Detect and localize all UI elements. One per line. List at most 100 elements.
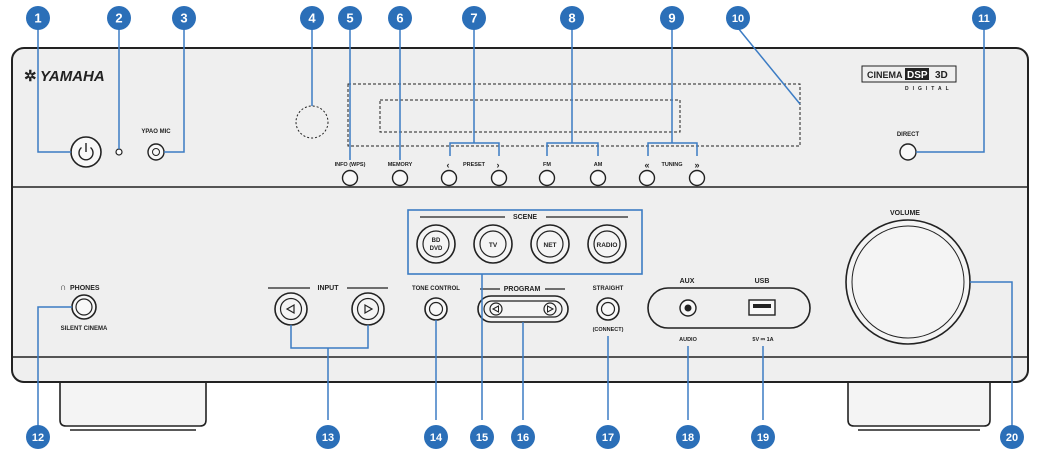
input-left-arrow-icon xyxy=(285,303,295,315)
leader-3 xyxy=(164,28,185,153)
scene-tv-inner-ring xyxy=(479,230,507,258)
callout-19-number: 19 xyxy=(757,432,769,444)
callout-8: 8 xyxy=(560,6,584,30)
callout-13: 13 xyxy=(316,425,340,449)
callout-16: 16 xyxy=(511,425,535,449)
tone-control-inner xyxy=(428,301,444,317)
scene-net-label: NET xyxy=(544,242,557,249)
receiver-body xyxy=(11,47,1029,383)
tuning-right-arrow: » xyxy=(694,160,699,170)
headphones-icon: ∩ xyxy=(60,282,67,292)
ypao-mic-jack[interactable] xyxy=(147,143,165,161)
callout-15: 15 xyxy=(470,425,494,449)
power-icon xyxy=(78,146,94,161)
callout-2: 2 xyxy=(107,6,131,30)
program-left-arrow-icon xyxy=(491,305,499,313)
front-display-inner xyxy=(379,99,681,133)
brand-logo: YAMAHA xyxy=(40,68,105,85)
right-foot xyxy=(847,381,991,427)
aux-jack-hole xyxy=(684,304,692,312)
callout-1-number: 1 xyxy=(34,11,41,26)
scene-dvd-label: DVD xyxy=(430,246,443,252)
input-right-button[interactable] xyxy=(351,292,385,326)
program-label: PROGRAM xyxy=(504,286,541,293)
leader-9 xyxy=(647,28,698,156)
callout-10: 10 xyxy=(726,6,750,30)
leader-20 xyxy=(970,281,1013,430)
callout-1: 1 xyxy=(26,6,50,30)
tone-control-button[interactable] xyxy=(424,297,448,321)
fm-label: FM xyxy=(543,162,551,168)
cinema-logo-sub: DIGITAL xyxy=(905,86,953,92)
leader-12 xyxy=(37,306,72,430)
phones-jack-inner xyxy=(75,298,93,316)
cinema-logo-part3: 3D xyxy=(935,70,948,81)
direct-button[interactable] xyxy=(899,143,917,161)
callout-8-number: 8 xyxy=(568,11,575,26)
program-left-button[interactable] xyxy=(489,302,503,316)
callout-16-number: 16 xyxy=(517,432,529,444)
volume-knob[interactable] xyxy=(845,219,971,345)
fm-button[interactable] xyxy=(538,169,556,187)
usb-rating-label: 5V ⎓ 1A xyxy=(752,337,773,343)
volume-label: VOLUME xyxy=(890,210,920,217)
leader-7 xyxy=(449,28,500,156)
preset-left-arrow: ‹ xyxy=(447,160,450,170)
callout-11-number: 11 xyxy=(978,13,990,25)
callout-13-number: 13 xyxy=(322,432,334,444)
standby-indicator xyxy=(115,148,123,156)
usb-label: USB xyxy=(755,278,770,285)
callout-14: 14 xyxy=(424,425,448,449)
straight-inner xyxy=(600,301,616,317)
callout-18-number: 18 xyxy=(682,432,694,444)
preset-up-button[interactable] xyxy=(490,169,508,187)
preset-down-button[interactable] xyxy=(440,169,458,187)
tuning-up-button[interactable] xyxy=(688,169,706,187)
straight-button[interactable] xyxy=(596,297,620,321)
callout-18: 18 xyxy=(676,425,700,449)
callout-5-number: 5 xyxy=(346,11,353,26)
scene-bd-dvd-inner-ring xyxy=(422,230,450,258)
callout-3-number: 3 xyxy=(180,11,187,26)
leader-11 xyxy=(916,28,985,153)
am-label: AM xyxy=(594,162,603,168)
aux-label: AUX xyxy=(680,278,695,285)
silent-cinema-label: SILENT CINEMA xyxy=(61,326,108,332)
callout-markers: 1 2 3 4 5 6 7 8 9 10 11 12 13 14 15 16 1… xyxy=(26,6,1024,449)
program-right-arrow-icon xyxy=(547,305,555,313)
callout-4: 4 xyxy=(300,6,324,30)
callout-19: 19 xyxy=(751,425,775,449)
cinema-logo-part2: DSP xyxy=(907,70,928,81)
callout-15-number: 15 xyxy=(476,432,488,444)
callout-20: 20 xyxy=(1000,425,1024,449)
memory-button[interactable] xyxy=(391,169,409,187)
aux-usb-panel xyxy=(647,287,811,329)
tuning-down-button[interactable] xyxy=(638,169,656,187)
preset-right-arrow: › xyxy=(497,160,500,170)
callout-12: 12 xyxy=(26,425,50,449)
volume-knob-inner xyxy=(851,225,965,339)
callout-3: 3 xyxy=(172,6,196,30)
input-left-button[interactable] xyxy=(274,292,308,326)
cinema-logo-part1: CINEMA xyxy=(867,70,903,80)
leader-8 xyxy=(546,28,599,156)
callout-leader-lines xyxy=(37,27,1013,430)
input-right-arrow-icon xyxy=(364,303,374,315)
scene-highlight-frame xyxy=(407,209,643,275)
callout-6: 6 xyxy=(388,6,412,30)
usb-port-tongue xyxy=(753,304,771,308)
callout-9-number: 9 xyxy=(668,11,675,26)
am-button[interactable] xyxy=(589,169,607,187)
ypao-mic-label: YPAO MIC xyxy=(141,129,171,135)
program-right-button[interactable] xyxy=(543,302,557,316)
callout-17-number: 17 xyxy=(602,432,614,444)
callout-14-number: 14 xyxy=(430,432,443,444)
callout-9: 9 xyxy=(660,6,684,30)
info-wps-label: INFO (WPS) xyxy=(335,162,366,168)
leader-10 xyxy=(737,27,801,105)
cinema-dsp-logo-block xyxy=(905,68,929,80)
memory-label: MEMORY xyxy=(388,162,413,168)
front-display-outer xyxy=(347,83,801,147)
input-right-inner xyxy=(356,297,380,321)
info-wps-button[interactable] xyxy=(341,169,359,187)
